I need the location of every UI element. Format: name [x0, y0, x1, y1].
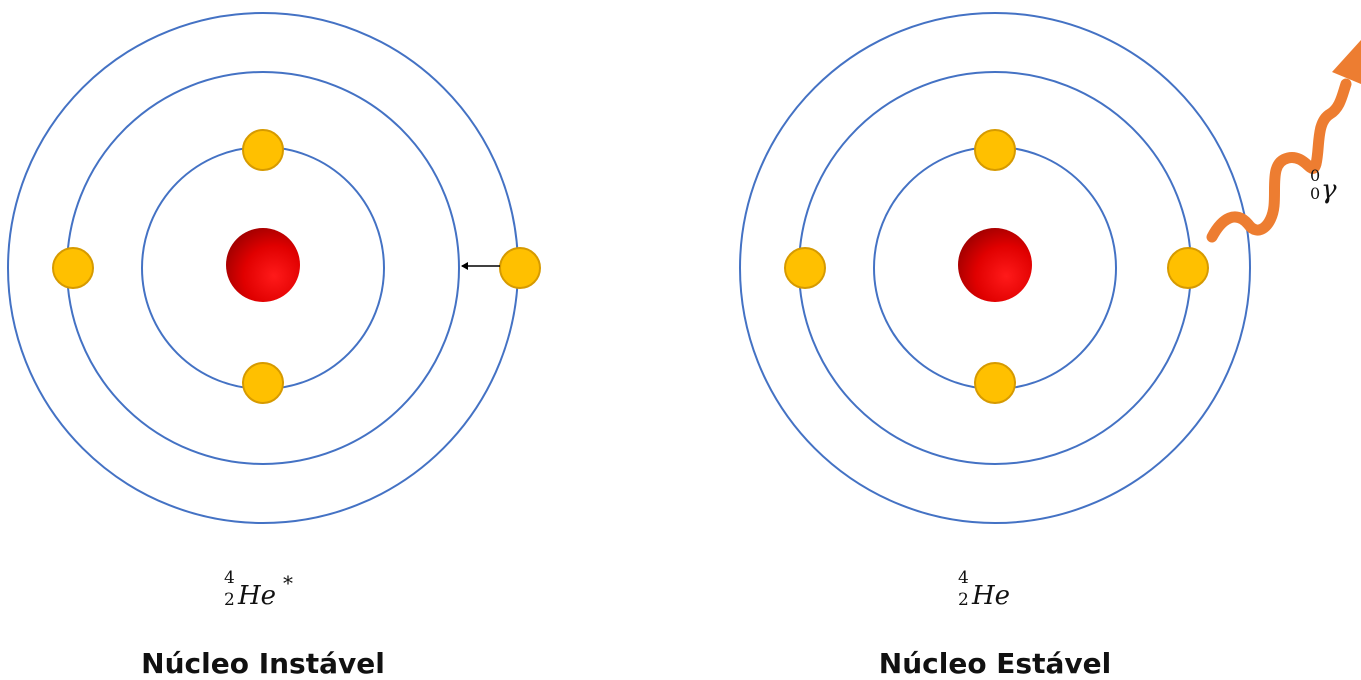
right-mass-number: 4	[958, 568, 969, 588]
left-atomic-number: 2	[224, 590, 235, 610]
photon-atomic-number: 0	[1310, 184, 1320, 203]
right-atom-title: Núcleo Estável	[879, 647, 1111, 680]
right-orbit-outer	[739, 12, 1251, 524]
left-nucleus	[226, 228, 300, 302]
photon-arrowhead-icon	[1332, 40, 1361, 84]
left-atom	[7, 12, 541, 524]
right-element-symbol: He	[971, 581, 1010, 611]
right-electron-top	[974, 129, 1016, 171]
left-mass-number: 4	[224, 568, 235, 588]
right-electron-bottom	[974, 362, 1016, 404]
right-electron-left	[784, 247, 826, 289]
right-nuclide-label: 4 2 He	[958, 568, 1010, 611]
photon-symbol: γ	[1321, 175, 1337, 205]
left-electron-bottom	[242, 362, 284, 404]
left-nuclide-label: 4 2 He *	[224, 568, 293, 611]
right-nucleus	[958, 228, 1032, 302]
gamma-photon: 0 0 γ	[1206, 40, 1361, 243]
photon-wave	[1206, 78, 1352, 243]
right-atomic-number: 2	[958, 590, 969, 610]
left-electron-right	[499, 247, 541, 289]
left-atom-title: Núcleo Instável	[141, 647, 385, 680]
left-excited-mark: *	[283, 571, 293, 595]
left-element-symbol: He	[237, 581, 276, 611]
left-electron-left	[52, 247, 94, 289]
right-atom	[739, 12, 1251, 524]
photon-mass-number: 0	[1310, 166, 1320, 185]
left-electron-top	[242, 129, 284, 171]
right-electron-right	[1167, 247, 1209, 289]
